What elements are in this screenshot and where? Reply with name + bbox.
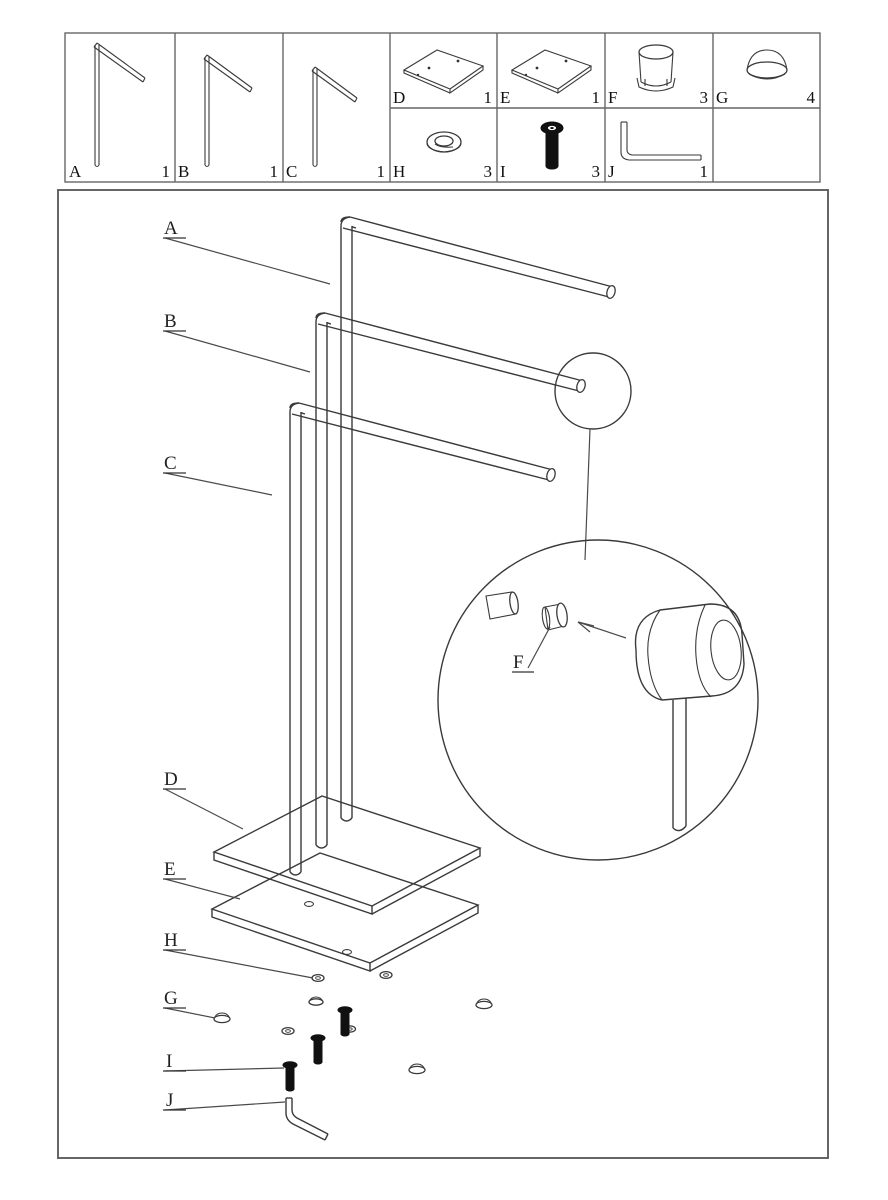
main-drawing-frame: [57, 189, 829, 1159]
part-letter-d: D: [393, 88, 406, 107]
detail-end-cap: [541, 602, 568, 631]
table-icon-bolt-i: [540, 121, 564, 170]
part-letter-i: I: [500, 162, 506, 181]
part-letter-h: H: [393, 162, 406, 181]
table-icon-footpad-g: [746, 49, 788, 80]
callout-label-e: E: [164, 859, 177, 880]
callout-label-h: H: [164, 930, 179, 951]
part-letter-e: E: [500, 88, 511, 107]
parts-table-frame: [64, 32, 821, 183]
part-qty-f: 3: [699, 88, 709, 107]
table-icon-plate-e: [510, 49, 593, 95]
callout-label-f: F: [513, 652, 525, 673]
table-icon-plate-d: [402, 49, 485, 95]
part-letter-f: F: [608, 88, 618, 107]
part-letter-g: G: [716, 88, 729, 107]
post-a: [340, 216, 357, 822]
footpad-group: [213, 996, 493, 1075]
detail-mallet: [634, 603, 745, 832]
towel-bar-b: [315, 312, 586, 394]
part-letter-a: A: [69, 162, 82, 181]
table-icon-bar-a: [93, 42, 146, 168]
table-icon-ferrule-f: [636, 44, 676, 92]
table-icon-allenkey-j: [620, 121, 702, 161]
part-qty-e: 1: [591, 88, 601, 107]
towel-bar-c: [289, 402, 556, 483]
post-c: [289, 402, 306, 876]
towel-bar-a: [340, 216, 616, 300]
detail-magnifier-circle: [437, 539, 759, 861]
callout-leaders: [163, 237, 551, 1111]
allen-key: [285, 1097, 329, 1141]
part-letter-c: C: [286, 162, 298, 181]
washer-group: [281, 970, 393, 1036]
callout-label-c: C: [164, 453, 178, 474]
part-qty-i: 3: [591, 162, 601, 181]
part-qty-d: 1: [483, 88, 493, 107]
callout-label-j: J: [166, 1090, 174, 1111]
part-qty-g: 4: [806, 88, 816, 107]
callout-label-a: A: [164, 218, 179, 239]
lower-base-plate: [210, 852, 480, 972]
part-letter-j: J: [608, 162, 615, 181]
table-icon-bar-c: [311, 66, 358, 168]
callout-label-g: G: [164, 988, 179, 1009]
detail-indicator-circle: [554, 352, 632, 561]
upper-base-plate: [212, 795, 482, 915]
part-qty-j: 1: [699, 162, 709, 181]
detail-tube-end: [485, 591, 519, 620]
callout-label-b: B: [164, 311, 178, 332]
callout-label-i: I: [166, 1051, 173, 1072]
detail-strike-arrow: [577, 621, 627, 639]
bolt-group: [282, 1006, 353, 1092]
part-letter-b: B: [178, 162, 190, 181]
post-b: [315, 312, 332, 849]
callout-label-d: D: [164, 769, 179, 790]
part-qty-c: 1: [376, 162, 386, 181]
table-icon-bar-b: [203, 54, 253, 168]
table-icon-washer-h: [426, 131, 462, 153]
part-qty-b: 1: [269, 162, 279, 181]
part-qty-h: 3: [483, 162, 493, 181]
part-qty-a: 1: [161, 162, 171, 181]
